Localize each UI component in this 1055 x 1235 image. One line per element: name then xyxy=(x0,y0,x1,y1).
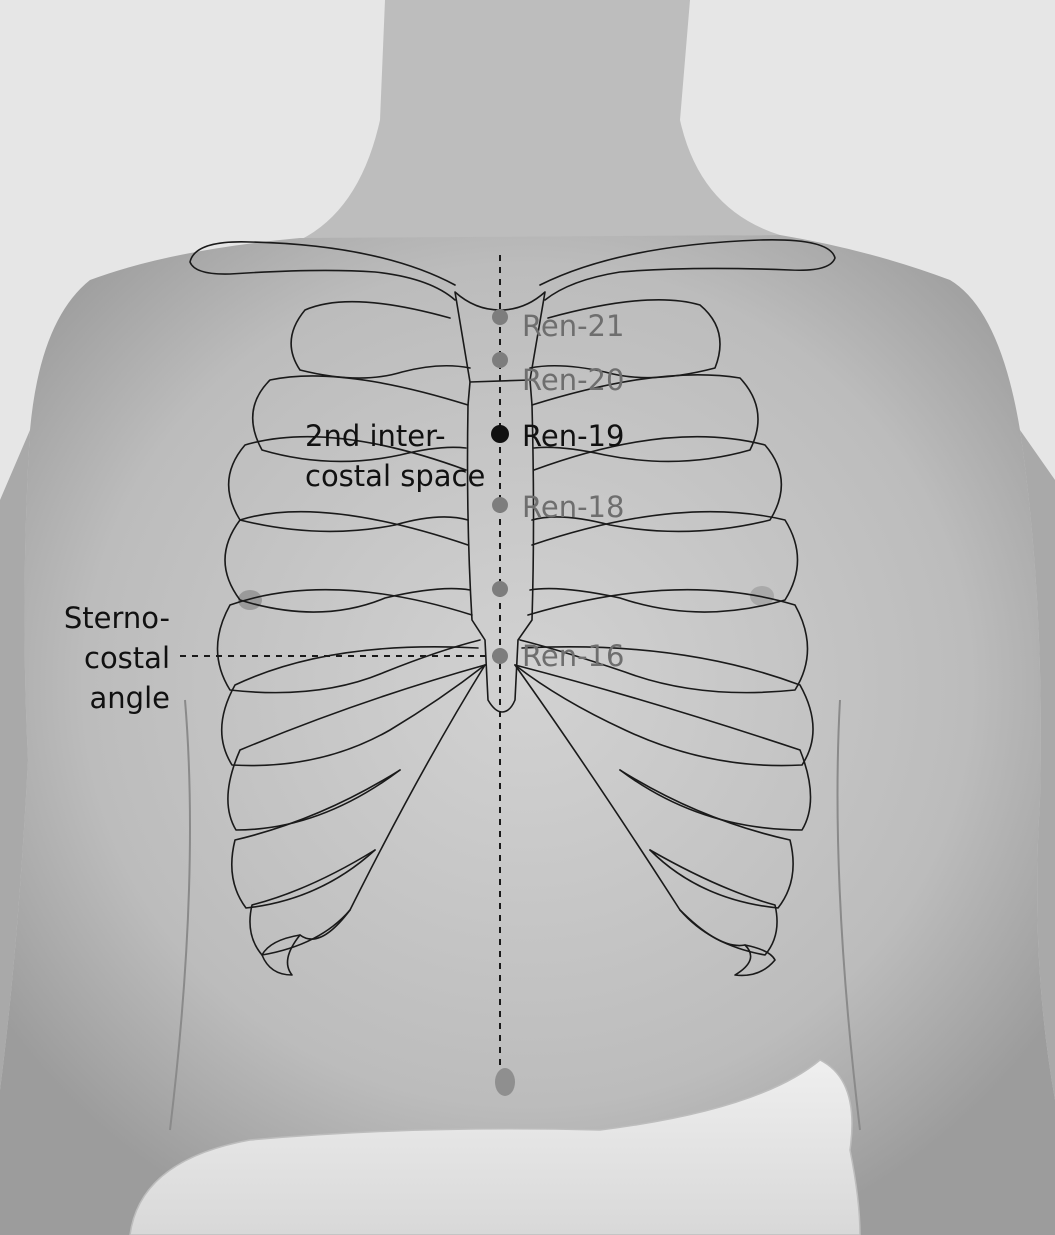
right-rib-8 xyxy=(619,769,794,909)
rib-cage-outline xyxy=(189,239,836,977)
right-arm-shadow xyxy=(1020,430,1055,1100)
right-rib-10 xyxy=(734,944,776,977)
ren20-label: Ren-20 xyxy=(522,363,624,397)
right-rib-6 xyxy=(514,646,814,767)
ren17-point xyxy=(492,581,508,597)
torso xyxy=(0,235,1055,1235)
left-rib-8 xyxy=(230,769,401,909)
left-armpit xyxy=(169,699,191,1131)
right-rib-1 xyxy=(529,299,721,379)
ren16-point xyxy=(492,648,508,664)
right-rib-4 xyxy=(529,510,799,613)
left-rib-5 xyxy=(216,588,481,694)
left-rib-9 xyxy=(249,849,376,956)
left-rib-4 xyxy=(224,510,471,613)
left-rib-3 xyxy=(227,435,469,533)
sternocostal-label-line1: Sterno- xyxy=(64,601,170,635)
ren19-point xyxy=(491,425,509,443)
left-rib-cage-edge xyxy=(299,664,486,940)
right-rib-7 xyxy=(514,664,812,831)
left-clavicle xyxy=(189,241,456,301)
left-rib-10 xyxy=(261,934,301,976)
right-rib-2 xyxy=(531,374,759,463)
left-rib-7 xyxy=(227,664,486,831)
right-rib-cage-edge xyxy=(514,664,746,947)
ren18-label: Ren-18 xyxy=(522,490,624,524)
acupoints xyxy=(491,309,509,664)
neck xyxy=(300,0,780,240)
ren16-label: Ren-16 xyxy=(522,639,624,673)
cloth-drape xyxy=(129,1059,861,1235)
ren21-label: Ren-21 xyxy=(522,309,624,343)
sternocostal-label-line2: costal xyxy=(84,641,170,675)
left-rib-1 xyxy=(290,300,471,379)
navel xyxy=(495,1068,515,1096)
intercostal-label-line2: costal space xyxy=(305,459,485,493)
ren21-point xyxy=(492,309,508,325)
right-rib-3 xyxy=(531,435,783,533)
ren19-label: Ren-19 xyxy=(522,419,624,453)
left-arm-shadow xyxy=(0,430,30,1090)
left-rib-6 xyxy=(220,646,486,767)
right-armpit xyxy=(836,699,861,1131)
intercostal-label-line1: 2nd inter- xyxy=(305,419,446,453)
right-rib-5 xyxy=(519,588,809,694)
right-clavicle xyxy=(539,239,836,301)
ren18-point xyxy=(492,497,508,513)
ren20-point xyxy=(492,352,508,368)
sternocostal-label-line3: angle xyxy=(90,681,170,715)
